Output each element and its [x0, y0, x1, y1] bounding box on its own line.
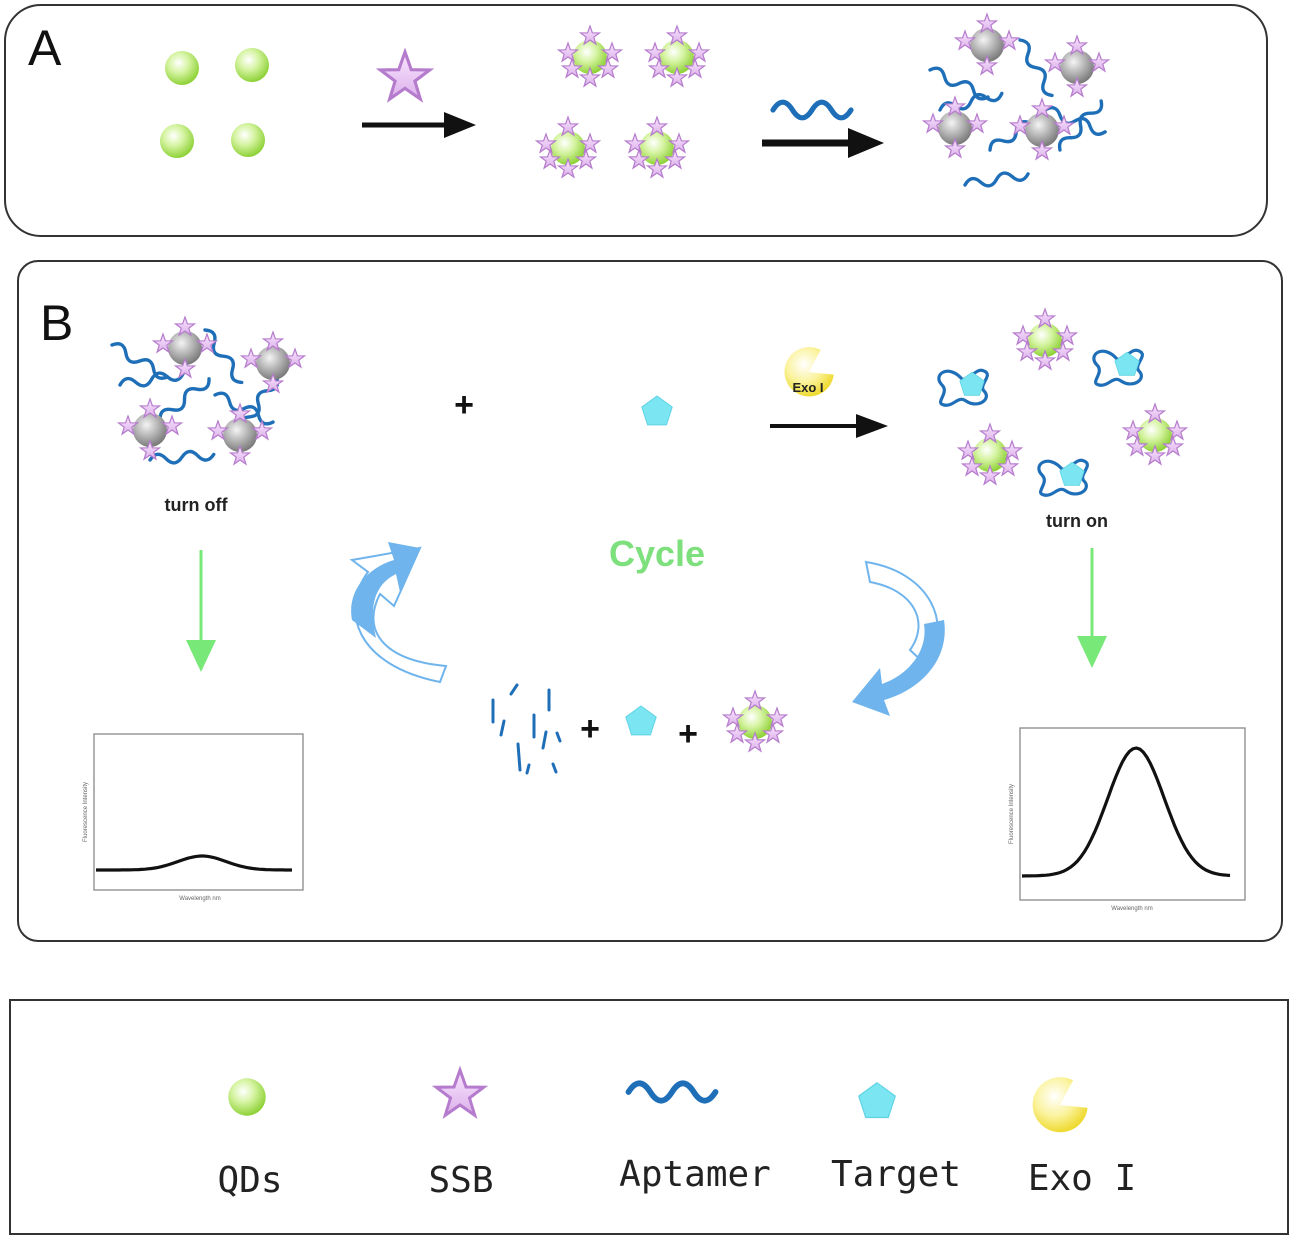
spectrum-on-y-label: Fluorescence Intensity [1009, 784, 1015, 844]
spectrum-on-x-label: Wavelength nm [1111, 906, 1152, 912]
plus-sign-1: + [580, 710, 600, 748]
qd-sphere-icon [228, 1078, 266, 1116]
aptamer-fragments [491, 683, 562, 775]
panel-a: A [4, 4, 1268, 237]
panel-b-frame [17, 260, 1283, 942]
panel-a-label: A [28, 20, 62, 76]
spectrum-turn-off: Wavelength nm Fluorescence Intensity [83, 733, 304, 902]
legend-panel: QDs SSB Aptamer Target Exo I [9, 999, 1289, 1235]
plus-sign-top: + [454, 386, 474, 424]
spectrum-curve-on [1021, 746, 1231, 878]
legend-label-qds: QDs [217, 1160, 282, 1201]
arrow-add-ssb [362, 112, 476, 138]
spectrum-off-x-label: Wavelength nm [179, 896, 220, 902]
spectrum-turn-on: Wavelength nm Fluorescence Intensity [1009, 727, 1246, 912]
state-off-label: turn off [165, 495, 229, 515]
arrow-digestion [770, 414, 888, 438]
panel-b-label: B [40, 295, 73, 351]
legend-label-target: Target [831, 1154, 961, 1195]
legend-label-exo: Exo I [1028, 1158, 1136, 1199]
panel-a-frame [4, 4, 1268, 237]
plus-sign-2: + [678, 715, 698, 753]
legend-label-ssb: SSB [428, 1160, 493, 1201]
signal-arrow-right [1077, 548, 1107, 668]
arrow-add-aptamer [762, 128, 884, 158]
spectrum-curve-off [96, 854, 292, 872]
signal-arrow-left [186, 550, 216, 672]
panel-b: B turn off + Exo I [17, 260, 1283, 942]
cycle-label: Cycle [609, 533, 705, 574]
state-on-label: turn on [1046, 511, 1108, 531]
exo-label: Exo I [792, 380, 823, 395]
spectrum-off-y-label: Fluorescence Intensity [83, 782, 89, 842]
cycle-arrow-left [349, 542, 448, 684]
cycle-arrow-right [852, 560, 945, 716]
legend-label-aptamer: Aptamer [619, 1154, 771, 1195]
